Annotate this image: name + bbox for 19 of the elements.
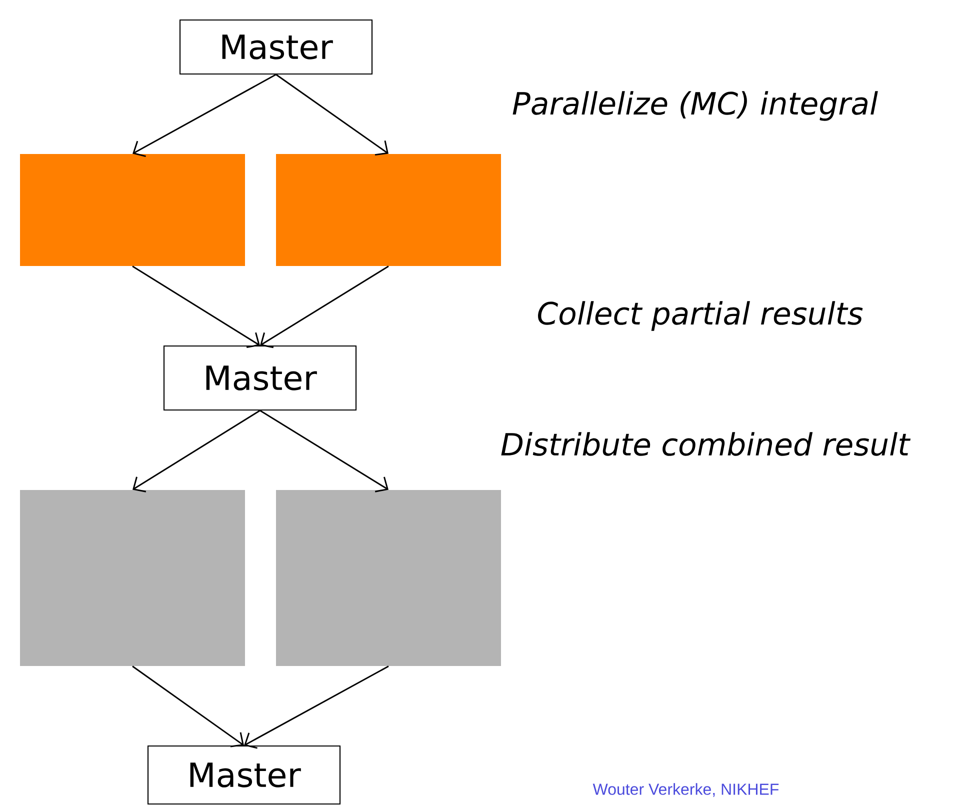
process-box: Master	[147, 745, 341, 805]
step-caption: Distribute combined result	[501, 432, 911, 456]
arrow	[132, 666, 244, 748]
step-caption: Parallelize (MC) integral	[512, 91, 878, 121]
arrow	[244, 666, 389, 749]
process-box: Master	[179, 19, 373, 75]
process-box: Master	[163, 345, 357, 411]
arrow	[132, 74, 276, 157]
block	[20, 154, 245, 266]
arrow	[132, 410, 260, 492]
author-credit: Wouter Verkerke, NIKHEF	[592, 783, 779, 797]
arrow	[132, 266, 260, 348]
block	[20, 490, 245, 666]
step-caption: Collect partial results	[538, 301, 863, 331]
arrow	[260, 410, 388, 492]
block	[276, 490, 501, 666]
arrow	[276, 74, 388, 156]
arrow	[260, 266, 389, 348]
block	[276, 154, 501, 266]
